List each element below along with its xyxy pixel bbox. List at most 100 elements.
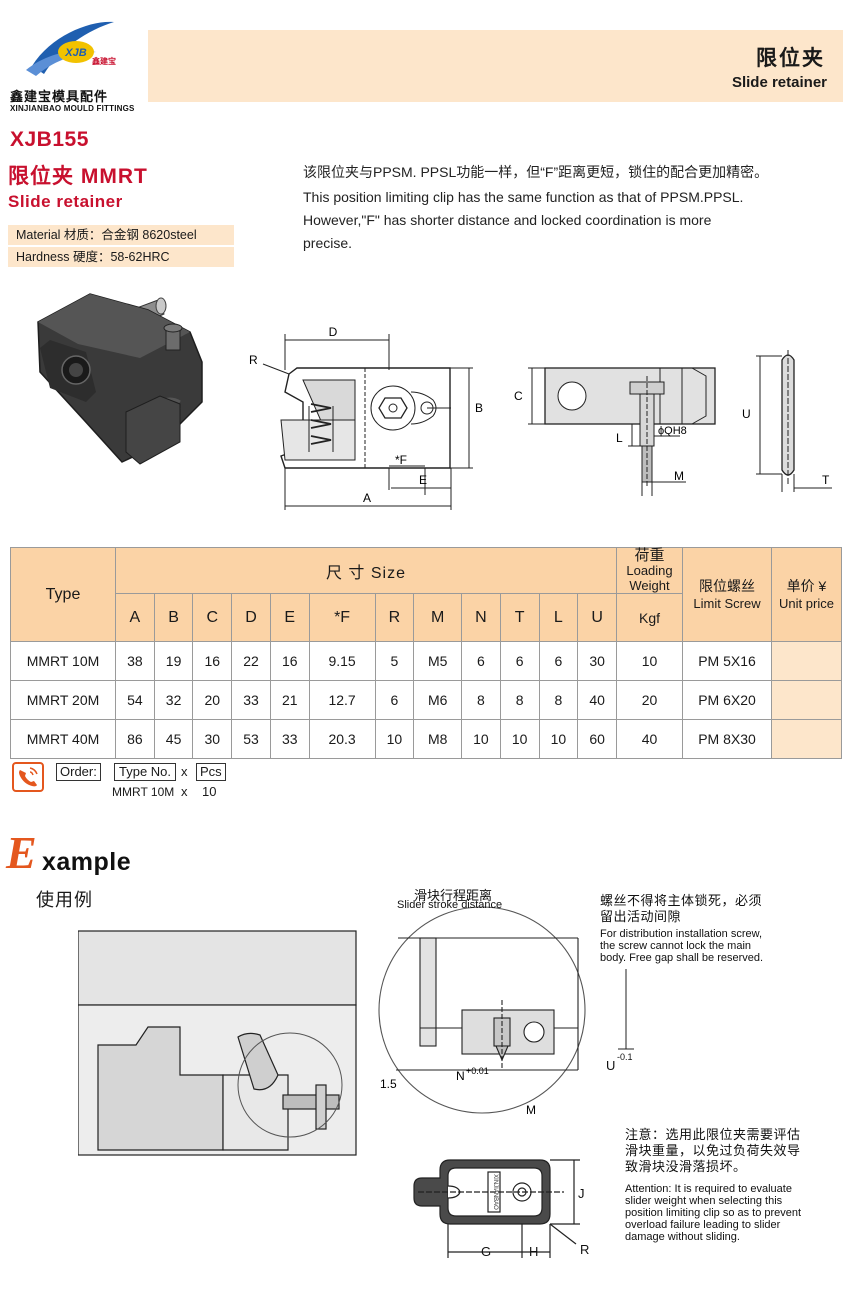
caution-note-en: Attention: It is required to evaluate sl… — [625, 1183, 801, 1243]
table-row: MMRT 40M 86 45 30 53 33 20.3 10 M8 10 10… — [10, 719, 842, 759]
description-en-line: This position limiting clip has the same… — [303, 189, 744, 205]
dim-label-b: B — [475, 401, 483, 415]
table-header-dim: *F — [308, 593, 376, 642]
table-header-dim: A — [115, 593, 155, 642]
table-header-price: 单价 ¥ Unit price — [771, 547, 842, 642]
cell-dim: 5 — [374, 641, 415, 681]
table-header-dim: E — [269, 593, 310, 642]
dim-label-r: R — [249, 353, 258, 367]
cell-dim: 20 — [192, 680, 233, 720]
pin-view-drawing: U T — [742, 350, 832, 492]
table-header-screw: 限位螺丝 Limit Screw — [682, 547, 772, 642]
cell-dim: M8 — [413, 719, 463, 759]
cell-dim: 19 — [153, 641, 194, 681]
cell-dim: 22 — [231, 641, 271, 681]
note-line: 螺丝不得将主体锁死，必须 — [600, 893, 763, 908]
cell-dim: 9.15 — [308, 641, 376, 681]
table-header-screw-line: 限位螺丝 — [699, 577, 755, 594]
cell-dim: 20.3 — [308, 719, 376, 759]
order-pcs-box: Pcs — [196, 763, 226, 781]
table-header-dim: U — [577, 593, 617, 642]
table-header-dim: N — [461, 593, 501, 642]
cell-dim: 12.7 — [308, 680, 376, 720]
note-line: slider weight when selecting this — [625, 1195, 783, 1207]
description-cn: 该限位夹与PPSM. PPSL功能一样，但“F”距离更短，锁住的配合更加精密。 — [303, 164, 769, 180]
order-times-sign: x — [181, 764, 188, 779]
label-u-tolerance: -0.1 — [617, 1052, 633, 1062]
example-title-initial: E — [6, 827, 37, 878]
order-example-qty: 10 — [202, 784, 217, 799]
label-m: M — [526, 1103, 536, 1117]
note-line: 留出活动间隙 — [600, 909, 682, 924]
table-header-screw-line: Limit Screw — [693, 595, 761, 611]
cell-dim: 38 — [115, 641, 155, 681]
note-line: 滑块重量，以免过负荷失效导 — [625, 1143, 801, 1158]
cell-dim: 16 — [269, 641, 310, 681]
table-header-load-line: 荷重 — [634, 547, 665, 564]
header-banner: 限位夹 Slide retainer — [148, 30, 843, 102]
cell-type: MMRT 40M — [10, 719, 116, 759]
cell-load: 40 — [616, 719, 683, 759]
label-j: J — [578, 1186, 585, 1201]
description-en-line: precise. — [303, 235, 353, 251]
cell-dim: 21 — [269, 680, 310, 720]
cell-dim: 86 — [115, 719, 155, 759]
dim-label-f: *F — [395, 453, 407, 467]
description-en-line: However,"F" has shorter distance and loc… — [303, 212, 712, 228]
cell-price — [771, 719, 842, 759]
dim-label-c: C — [514, 389, 523, 403]
example-title: xample — [42, 848, 132, 876]
product-name-cn: 限位夹 MMRT — [8, 165, 148, 188]
material-spec: Material 材质：合金钢 8620steel — [8, 225, 234, 245]
top-view-drawing: D R B *F E A — [249, 325, 483, 510]
cell-dim: 8 — [461, 680, 501, 720]
page-title-en: Slide retainer — [731, 74, 827, 91]
cell-dim: 40 — [577, 680, 617, 720]
cell-dim: 45 — [153, 719, 194, 759]
stroke-label-cn: 滑块行程距离 — [414, 888, 493, 903]
dim-label-t: T — [822, 473, 830, 487]
logo-badge-cn: 鑫建宝 — [91, 56, 116, 66]
cell-type: MMRT 20M — [10, 680, 116, 720]
table-header-type: Type — [10, 547, 116, 642]
cell-dim: 6 — [538, 641, 579, 681]
cell-load: 10 — [616, 641, 683, 681]
cell-load: 20 — [616, 680, 683, 720]
order-times-sign: x — [181, 784, 188, 799]
hardness-spec: Hardness 硬度：58-62HRC — [8, 247, 234, 267]
cell-dim: 16 — [192, 641, 233, 681]
dim-label-qh: ϕQH8 — [658, 425, 687, 437]
table-header-dim: R — [374, 593, 415, 642]
spec-table: Type 尺 寸 Size 荷重 Loading Weight 限位螺丝 Lim… — [10, 547, 842, 759]
note-line: position limiting clip so as to prevent — [625, 1207, 802, 1219]
label-1-5: 1.5 — [380, 1077, 397, 1091]
dim-label-u: U — [742, 407, 751, 421]
product-code: XJB155 — [10, 128, 89, 151]
label-u: U — [606, 1058, 616, 1073]
dim-label-e: E — [419, 473, 427, 487]
table-row: MMRT 10M 38 19 16 22 16 9.15 5 M5 6 6 6 … — [10, 641, 842, 681]
note-line: body. Free gap shall be reserved. — [600, 952, 764, 964]
cell-dim: 6 — [374, 680, 415, 720]
note-line: 致滑块没滑落损坏。 — [625, 1159, 747, 1174]
side-view-drawing: C L ϕQH8 M — [514, 367, 716, 496]
dim-label-a: A — [363, 491, 371, 505]
product-photo — [37, 293, 203, 465]
mold-assembly-drawing — [78, 930, 357, 1156]
table-header-dim: M — [413, 593, 463, 642]
caution-note-cn: 注意：选用此限位夹需要评估 滑块重量，以免过负荷失效导 致滑块没滑落损坏。 — [625, 1127, 801, 1175]
table-header-size: 尺 寸 Size — [115, 547, 617, 594]
cell-price — [771, 680, 842, 720]
dim-label-m: M — [674, 469, 684, 483]
table-header-load-line: Weight — [629, 578, 670, 593]
screw-note-cn: 螺丝不得将主体锁死，必须 留出活动间隙 — [600, 893, 762, 925]
table-header-load: 荷重 Loading Weight — [616, 547, 683, 594]
order-type-box: Type No. — [114, 763, 177, 781]
cell-dim: 60 — [577, 719, 617, 759]
cell-dim: 6 — [499, 641, 540, 681]
cell-dim: 10 — [374, 719, 415, 759]
retainer-plan-drawing: XINJIANBAO — [413, 1159, 580, 1258]
table-header-dim: T — [499, 593, 540, 642]
cell-screw: PM 8X30 — [682, 719, 772, 759]
cell-dim: M6 — [413, 680, 463, 720]
